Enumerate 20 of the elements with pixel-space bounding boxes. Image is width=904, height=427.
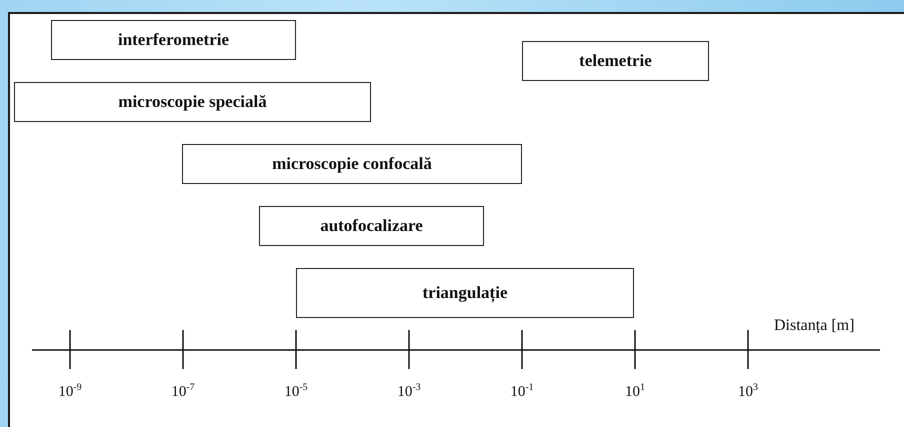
tick-label: 10$^{1}$: [625, 382, 645, 401]
tick-label: 10$^{-1}$: [510, 382, 534, 401]
range-label: microscopie specială: [118, 92, 267, 112]
tick-label: 10$^{-7}$: [171, 382, 195, 401]
range-box: [182, 144, 522, 184]
range-box: [51, 20, 296, 60]
range-label: triangulație: [422, 283, 508, 303]
tick-label: 10$^{-5}$: [284, 382, 308, 401]
range-box: [14, 82, 371, 122]
range-box: [522, 41, 709, 81]
range-label: microscopie confocală: [272, 154, 432, 174]
range-label: autofocalizare: [320, 216, 423, 236]
range-box: [296, 268, 634, 318]
axis-title: Distanța [m]: [774, 317, 854, 335]
range-label: telemetrie: [579, 51, 652, 71]
tick-label: 10$^{-3}$: [397, 382, 421, 401]
tick-label: 10$^{-9}$: [58, 382, 82, 401]
range-box: [259, 206, 484, 246]
tick-label: 10$^{3}$: [738, 382, 758, 401]
range-label: interferometrie: [118, 30, 230, 50]
